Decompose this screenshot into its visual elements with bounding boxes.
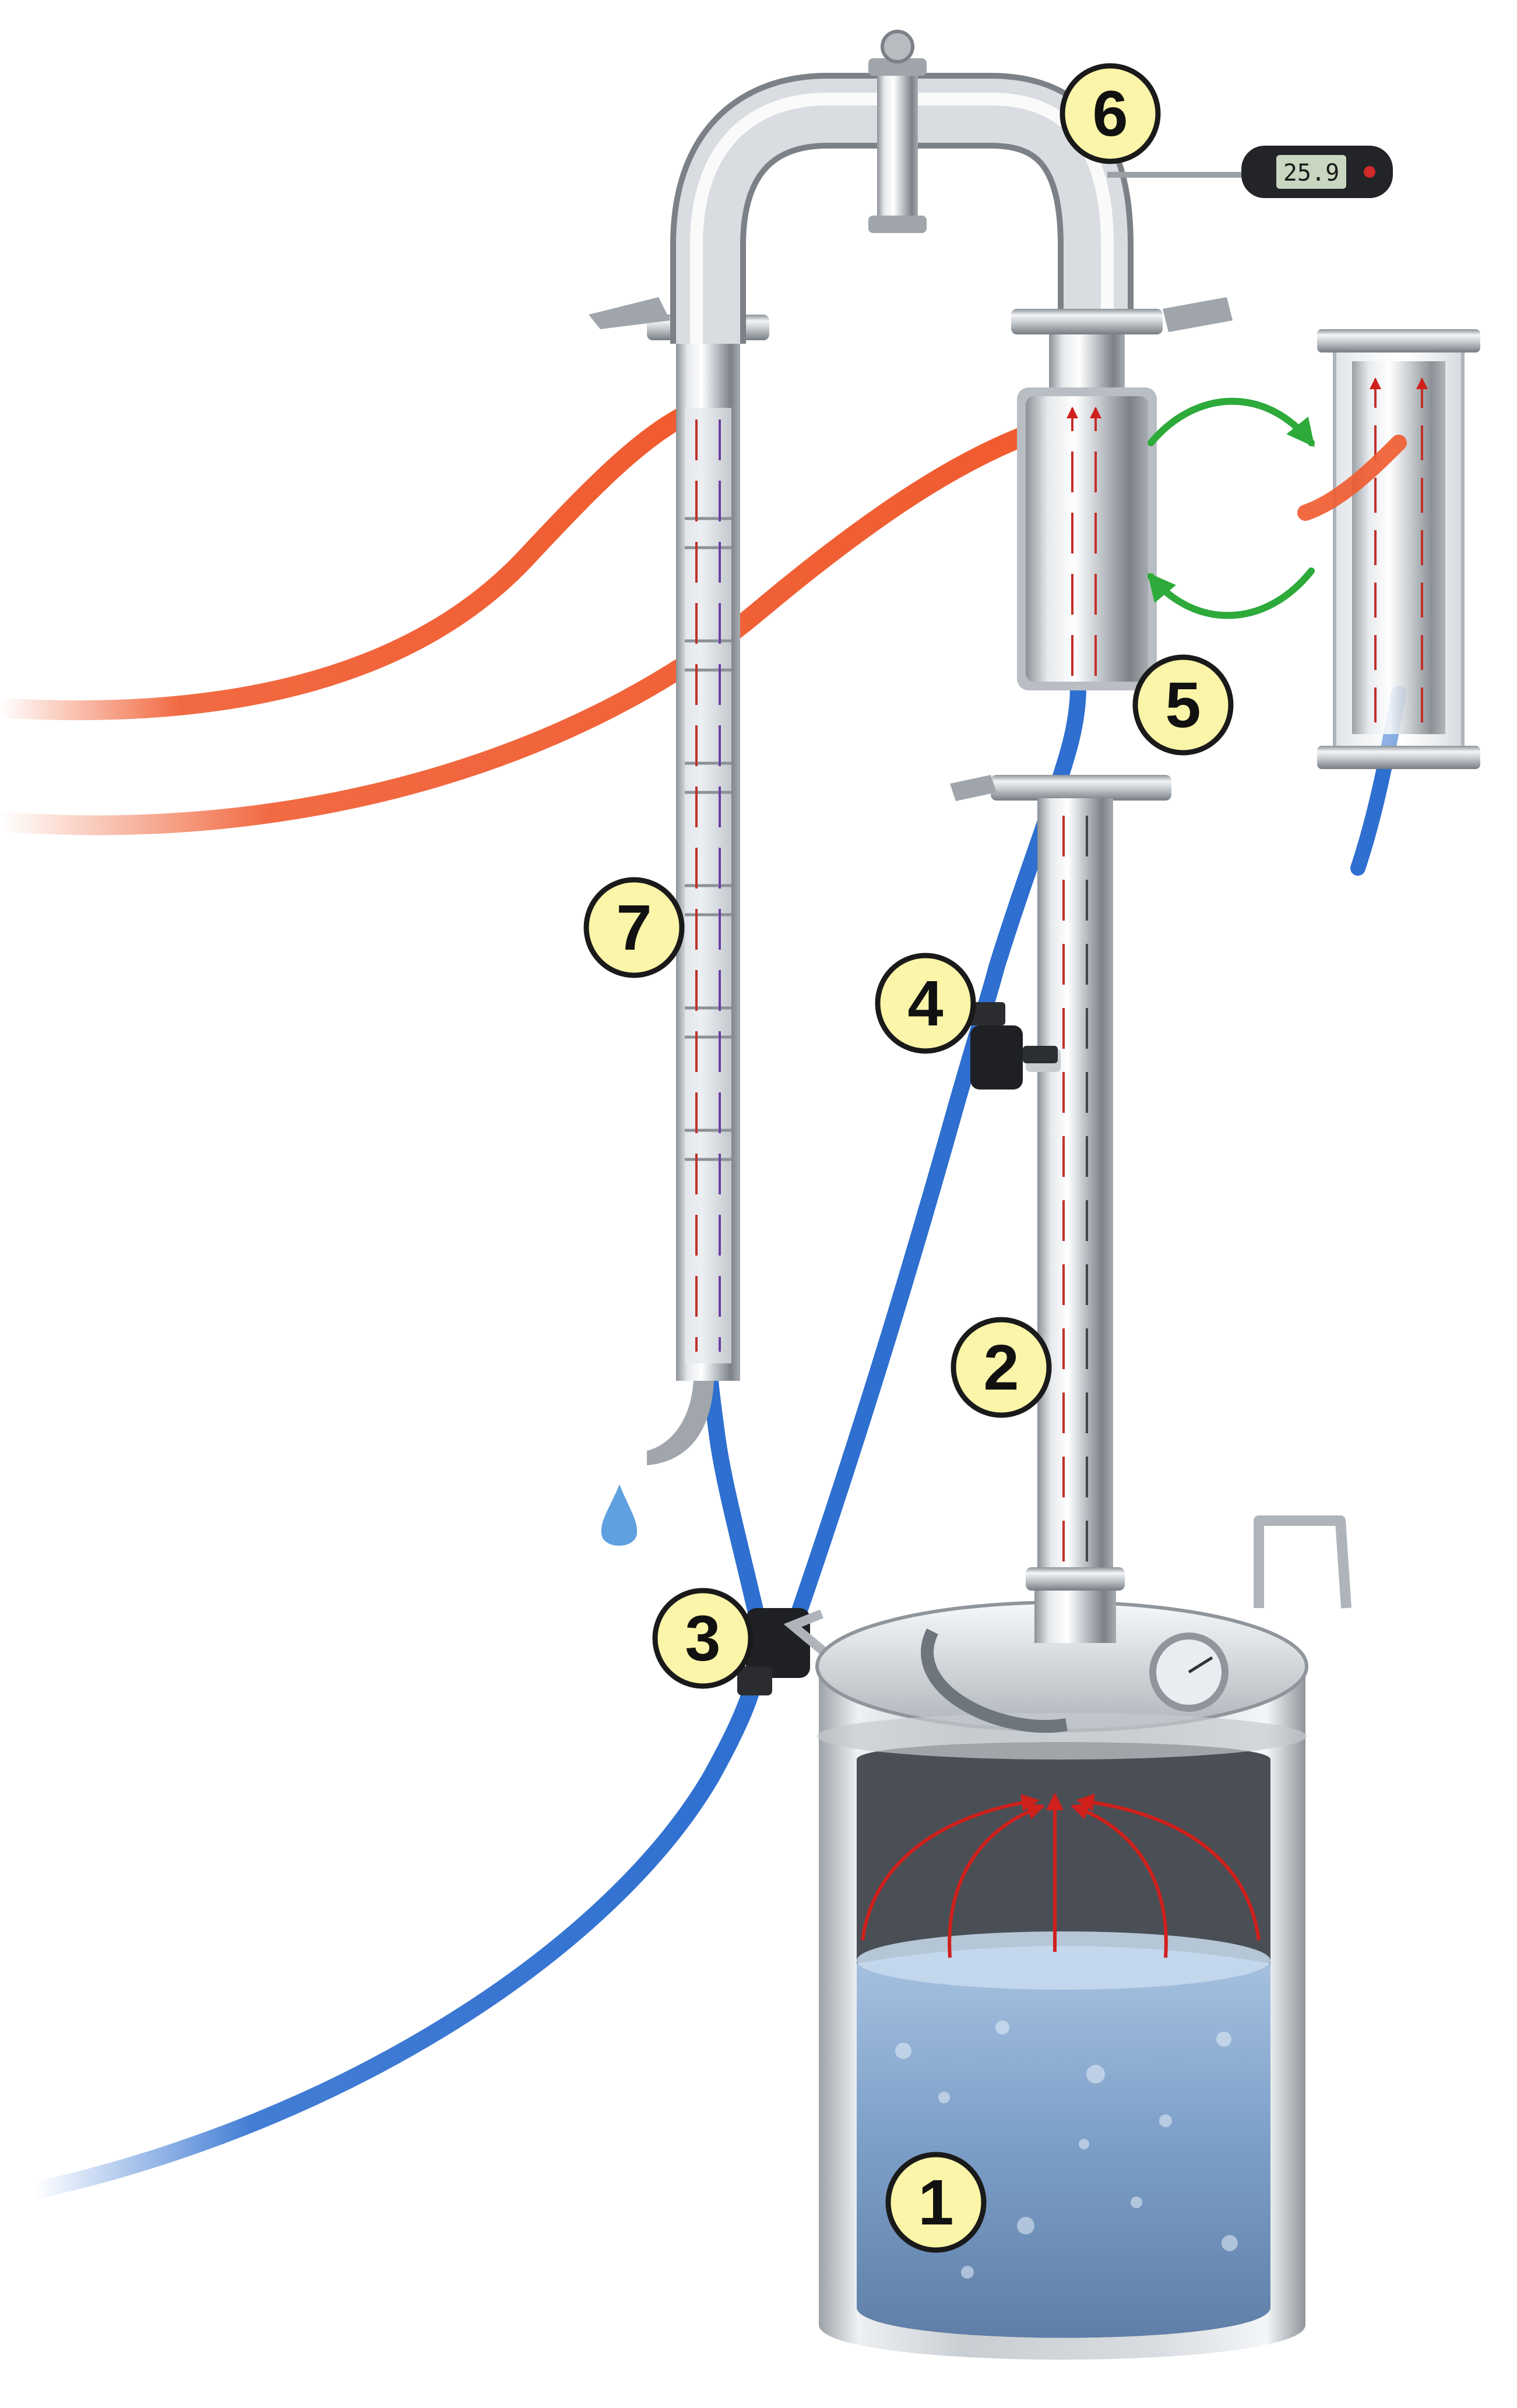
callout-tee: 3 xyxy=(652,1588,754,1689)
callout-column-number: 2 xyxy=(983,1332,1019,1404)
condenser-flow-arrows xyxy=(695,419,721,1352)
column xyxy=(1026,798,1113,1573)
hot-water-hoses xyxy=(0,392,1082,835)
callout-condenser-number: 7 xyxy=(616,892,652,964)
callout-condenser: 7 xyxy=(583,877,685,978)
boiler-pot xyxy=(783,1515,1351,2360)
thermometer: 25.9 xyxy=(1107,146,1393,198)
condenser-tube xyxy=(589,297,769,1465)
swap-arrows xyxy=(1147,397,1315,619)
dephlegmator xyxy=(950,297,1233,801)
condenser-baffles xyxy=(685,517,731,1161)
callout-thermometer-number: 6 xyxy=(1092,78,1128,150)
cold-water-hoses xyxy=(26,679,1406,2199)
callout-boiler: 1 xyxy=(885,2152,987,2253)
callout-column: 2 xyxy=(951,1317,1052,1418)
callout-dephlegmator-number: 5 xyxy=(1165,669,1201,741)
callout-dephlegmator: 5 xyxy=(1132,654,1234,756)
callout-boiler-number: 1 xyxy=(918,2167,953,2238)
distillate-drop xyxy=(601,1485,638,1546)
callout-thermometer: 6 xyxy=(1060,63,1161,164)
callout-tee-number: 3 xyxy=(685,1603,720,1674)
u-bend-pipe xyxy=(670,30,1134,344)
thermometer-readout: 25.9 xyxy=(1283,160,1339,186)
callout-valve: 4 xyxy=(875,953,976,1054)
vapor-arrows xyxy=(861,1793,1261,1958)
callout-valve-number: 4 xyxy=(907,968,943,1039)
inset-dephlegmator xyxy=(1297,329,1480,769)
